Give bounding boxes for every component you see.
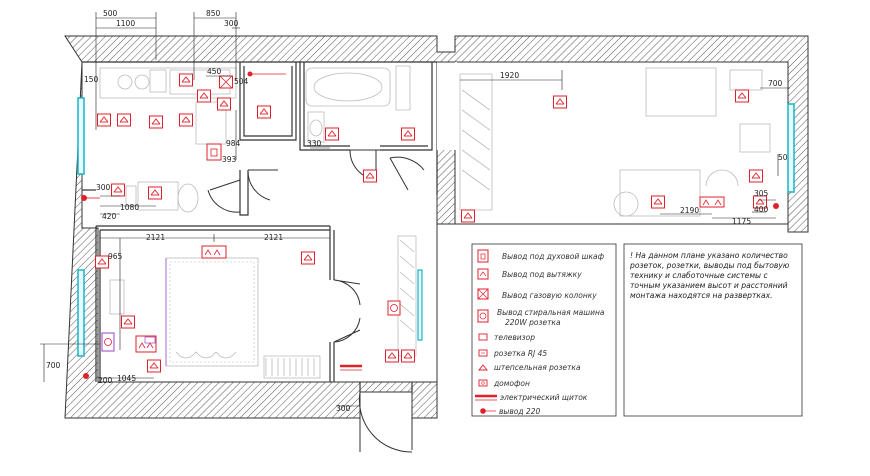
legend-label: штепсельная розетка bbox=[494, 363, 581, 372]
exterior-walls bbox=[64, 35, 809, 419]
electrical-symbols bbox=[81, 71, 779, 379]
dim-label: 393 bbox=[222, 155, 237, 164]
outlet-220-icon bbox=[81, 195, 100, 201]
plug-socket-icon bbox=[117, 113, 131, 127]
plug-socket-icon bbox=[148, 186, 162, 200]
plug-socket-icon bbox=[735, 89, 749, 103]
dim-label: 1045 bbox=[117, 374, 136, 383]
dim-label: 2190 bbox=[680, 206, 699, 215]
plug-socket-icon bbox=[553, 95, 567, 109]
washer-socket-icon bbox=[387, 300, 401, 316]
dim-label: 2121 bbox=[264, 233, 283, 242]
electrical-panel-icon bbox=[340, 364, 362, 371]
plug-socket-icon bbox=[651, 195, 665, 209]
dim-label: 305 bbox=[754, 189, 769, 198]
washer-socket-icon bbox=[101, 332, 115, 352]
plug-socket-icon bbox=[149, 115, 163, 129]
plug-socket-icon bbox=[111, 183, 125, 197]
plug-socket-icon bbox=[363, 169, 377, 183]
dim-label: 1175 bbox=[732, 217, 751, 226]
dim-label: 700 bbox=[46, 361, 61, 370]
dim-label: 965 bbox=[108, 252, 123, 261]
dim-label: 500 bbox=[103, 9, 118, 18]
plug-socket-icon bbox=[301, 251, 315, 265]
note-line: розеток, розетки, выводы под бытовую bbox=[629, 261, 790, 270]
hood-outlet-icon bbox=[477, 268, 489, 280]
plug-socket-icon bbox=[147, 359, 161, 373]
rj45-socket-icon bbox=[478, 349, 488, 357]
dim-label: 330 bbox=[307, 139, 322, 148]
dim-label: 300 bbox=[224, 19, 239, 28]
legend-label: Вывод под духовой шкаф bbox=[502, 252, 605, 261]
intercom-icon bbox=[401, 349, 415, 363]
plug-socket-icon bbox=[217, 97, 231, 111]
dim-label: 700 bbox=[768, 79, 783, 88]
plug-socket-icon bbox=[461, 209, 475, 223]
outlet-220-icon bbox=[480, 408, 496, 414]
gas-boiler-outlet-icon bbox=[219, 75, 233, 89]
washer-socket-icon bbox=[477, 309, 489, 323]
dim-label: 150 bbox=[84, 75, 99, 84]
dim-label: 850 bbox=[206, 9, 221, 18]
dim-label: 1080 bbox=[120, 203, 139, 212]
dim-label: 300 bbox=[336, 404, 351, 413]
legend-label-line2: 220W розетка bbox=[505, 318, 561, 327]
oven-outlet-icon bbox=[477, 249, 489, 263]
dim-label: 420 bbox=[102, 212, 117, 221]
rj45-socket-icon bbox=[699, 196, 725, 208]
plug-socket-icon bbox=[325, 127, 339, 141]
dimension-lines bbox=[40, 12, 790, 407]
interior-walls bbox=[82, 61, 438, 392]
note-box: ! На данном плане указано количество роз… bbox=[623, 243, 803, 417]
dim-label: 1100 bbox=[116, 19, 135, 28]
legend-label: электрический щиток bbox=[500, 393, 588, 402]
legend-label: вывод 220 bbox=[499, 407, 540, 416]
plug-socket-icon bbox=[95, 255, 109, 269]
dim-label: 400 bbox=[754, 205, 769, 214]
dim-label: 200 bbox=[98, 376, 113, 385]
note-line: точным указанием высот и расстояний bbox=[630, 281, 788, 290]
legend-label: домофон bbox=[493, 379, 530, 388]
note-line: ! На данном плане указано количество bbox=[630, 251, 788, 260]
intercom-icon bbox=[478, 379, 488, 387]
tv-outlet-icon bbox=[201, 245, 227, 259]
note-line: монтажа находятся на развертках. bbox=[630, 291, 773, 300]
dim-label: 300 bbox=[96, 183, 111, 192]
plug-socket-icon bbox=[401, 127, 415, 141]
dim-label: 984 bbox=[226, 139, 241, 148]
outlet-220-icon bbox=[773, 203, 779, 209]
dim-label: 1920 bbox=[500, 71, 519, 80]
plug-socket-icon bbox=[478, 364, 488, 371]
windows bbox=[77, 97, 795, 357]
plug-socket-icon bbox=[121, 315, 135, 329]
plug-socket-icon bbox=[197, 89, 211, 103]
tv-outlet-icon bbox=[135, 335, 157, 353]
legend-label: Вывод газовую колонку bbox=[502, 291, 597, 300]
note-line: технику и слаботочные системы с bbox=[630, 271, 768, 280]
dimension-labels: 500 1100 850 300 450 504 150 984 393 330… bbox=[46, 9, 788, 413]
legend-label: Вывод стиральная машина bbox=[497, 308, 605, 317]
tv-outlet-icon bbox=[478, 333, 488, 341]
gas-boiler-outlet-icon bbox=[477, 288, 489, 300]
legend: Вывод под духовой шкаф Вывод под вытяжку… bbox=[471, 243, 617, 417]
plug-socket-icon bbox=[385, 349, 399, 363]
outlet-220-icon bbox=[83, 373, 89, 379]
outlet-220-icon bbox=[247, 71, 286, 77]
plug-socket-icon bbox=[97, 113, 111, 127]
hood-outlet-icon bbox=[179, 73, 193, 87]
plug-socket-icon bbox=[179, 113, 193, 127]
electrical-panel-icon bbox=[475, 394, 497, 401]
legend-label: телевизор bbox=[494, 333, 535, 342]
legend-label: Вывод под вытяжку bbox=[502, 270, 582, 279]
legend-label: розетка RJ 45 bbox=[493, 349, 547, 358]
plug-socket-icon bbox=[749, 169, 763, 183]
dim-label: 450 bbox=[207, 67, 222, 76]
dim-label: 504 bbox=[234, 77, 249, 86]
dim-label: 50 bbox=[778, 153, 788, 162]
oven-outlet-icon bbox=[206, 143, 222, 161]
plug-socket-icon bbox=[257, 105, 271, 119]
dim-label: 2121 bbox=[146, 233, 165, 242]
